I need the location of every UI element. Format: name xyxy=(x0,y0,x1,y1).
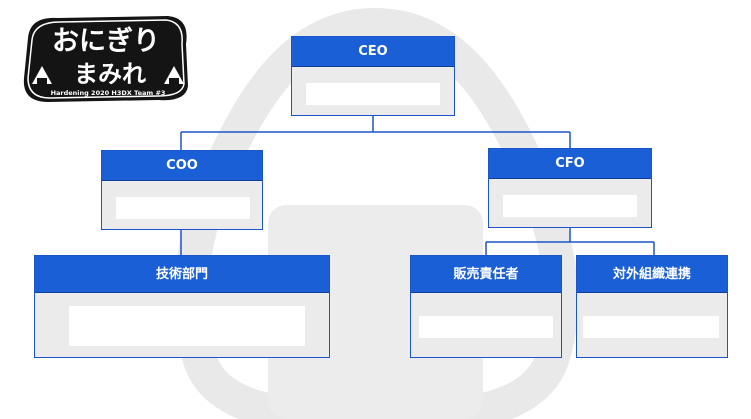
external-relations-card: 対外組織連携 xyxy=(576,255,728,358)
cfo-card: CFO xyxy=(488,148,652,228)
coo-title: COO xyxy=(102,151,262,181)
ceo-title: CEO xyxy=(292,37,454,67)
sales-lead-field xyxy=(419,316,553,338)
tech-department-title: 技術部門 xyxy=(35,256,329,293)
tech-department-card: 技術部門 xyxy=(34,255,330,358)
cfo-title: CFO xyxy=(489,149,651,179)
logo-title-line2: まみれ xyxy=(74,60,146,88)
logo-title-line1: おにぎり xyxy=(52,26,160,57)
team-logo: おにぎり まみれ Hardening 2020 H3DX Team #3 xyxy=(23,16,188,102)
coo-card: COO xyxy=(101,150,263,230)
onigiri-icon xyxy=(32,66,52,84)
external-relations-field xyxy=(583,316,719,338)
sales-lead-title: 販売責任者 xyxy=(411,256,561,293)
tech-department-field xyxy=(69,306,305,346)
ceo-field xyxy=(306,83,440,105)
ceo-card: CEO xyxy=(291,36,455,116)
sales-lead-card: 販売責任者 xyxy=(410,255,562,358)
coo-field xyxy=(116,197,250,219)
onigiri-icon xyxy=(164,66,184,84)
cfo-field xyxy=(503,195,637,217)
logo-subtitle: Hardening 2020 H3DX Team #3 xyxy=(51,89,166,97)
external-relations-title: 対外組織連携 xyxy=(577,256,727,293)
